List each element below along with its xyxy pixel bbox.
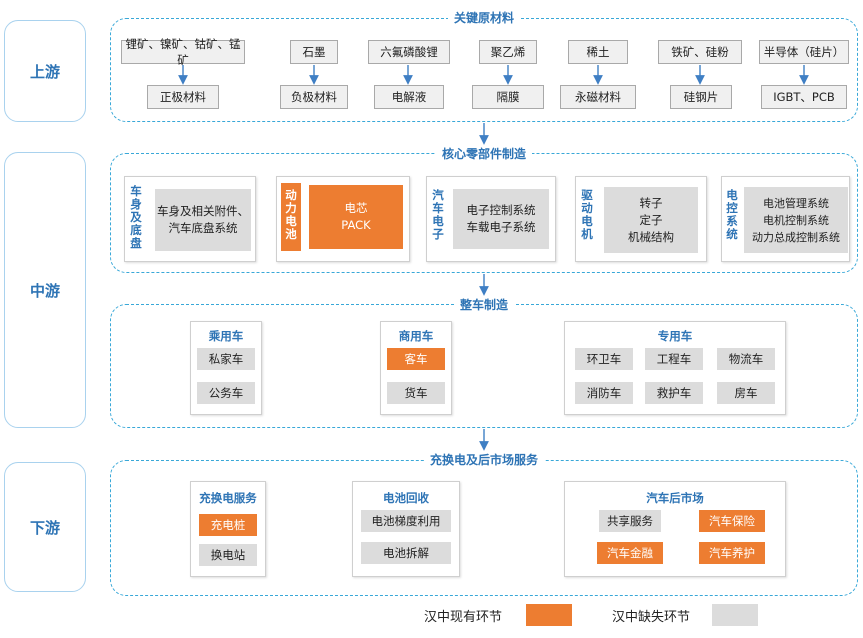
charging-item: 换电站	[199, 544, 257, 566]
special-item: 房车	[717, 382, 775, 404]
recycling-item: 电池拆解	[361, 542, 451, 564]
vehicle-electronic-system: 车载电子系统	[466, 220, 536, 234]
battery-management-system: 电池管理系统	[763, 196, 829, 210]
vehicle-passenger: 乘用车 私家车 公务车	[190, 321, 262, 415]
component-auto-electronics: 汽车电子 电子控制系统 车载电子系统	[426, 176, 556, 262]
special-item: 救护车	[645, 382, 703, 404]
raw-material-box: 锂矿、镍矿、钴矿、锰矿	[121, 37, 245, 67]
component-drive-motor: 驱动电机 转子 定子 机械结构	[575, 176, 707, 262]
drive-motor-title: 驱动电机	[581, 188, 593, 241]
charging-title: 充换电服务	[199, 491, 257, 505]
special-item: 消防车	[575, 382, 633, 404]
motor-stator: 定子	[639, 212, 663, 227]
vehicle-special: 专用车 环卫车 工程车 物流车 消防车 救护车 房车	[564, 321, 786, 415]
legend-missing-swatch	[712, 604, 758, 626]
passenger-item: 私家车	[197, 348, 255, 370]
service-charging: 充换电服务 充电桩 换电站	[190, 481, 266, 577]
battery-pack-label: PACK	[341, 218, 371, 232]
legend-present-swatch	[526, 604, 572, 626]
body-chassis-title: 车身及底盘	[130, 184, 142, 250]
special-title: 专用车	[657, 329, 693, 343]
electric-control-title: 电控系统	[726, 188, 738, 241]
powertrain-control-system: 动力总成控制系统	[752, 230, 840, 244]
body-chassis-item: 车身及相关附件、汽车底盘系统	[155, 189, 251, 251]
aftermarket-item: 汽车保险	[699, 510, 765, 532]
special-item: 物流车	[717, 348, 775, 370]
component-power-battery: 动力电池 电芯 PACK	[276, 176, 410, 262]
commercial-item: 货车	[387, 382, 445, 404]
service-recycling: 电池回收 电池梯度利用 电池拆解	[352, 481, 460, 577]
stage-downstream-label: 下游	[29, 518, 60, 537]
material-product-box: IGBT、PCB	[761, 85, 847, 109]
materials-title: 关键原材料	[447, 9, 521, 26]
material-product-box: 电解液	[374, 85, 444, 109]
material-product-box: 正极材料	[147, 85, 219, 109]
raw-material-box: 半导体（硅片）	[759, 40, 849, 64]
raw-material-box: 六氟磷酸锂	[368, 40, 450, 64]
recycling-title: 电池回收	[383, 491, 429, 505]
stage-downstream: 下游	[4, 462, 86, 592]
stage-upstream: 上游	[4, 20, 86, 122]
component-body-chassis: 车身及底盘 车身及相关附件、汽车底盘系统	[124, 176, 256, 262]
aftermarket-title: 汽车后市场	[646, 491, 704, 505]
charging-item: 充电桩	[199, 514, 257, 536]
passenger-item: 公务车	[197, 382, 255, 404]
material-product-box: 负极材料	[280, 85, 348, 109]
raw-material-box: 稀土	[568, 40, 628, 64]
recycling-item: 电池梯度利用	[361, 510, 451, 532]
drive-motor-items: 转子 定子 机械结构	[604, 187, 698, 253]
material-product-box: 硅钢片	[670, 85, 732, 109]
passenger-title: 乘用车	[208, 329, 244, 343]
component-electric-control: 电控系统 电池管理系统 电机控制系统 动力总成控制系统	[721, 176, 850, 262]
power-battery-cell-pack: 电芯 PACK	[309, 185, 403, 249]
electric-control-items: 电池管理系统 电机控制系统 动力总成控制系统	[744, 187, 848, 253]
commercial-title: 商用车	[398, 329, 434, 343]
stage-midstream: 中游	[4, 152, 86, 428]
raw-material-box: 铁矿、硅粉	[658, 40, 742, 64]
services-title: 充换电及后市场服务	[423, 451, 545, 468]
service-aftermarket: 汽车后市场 共享服务 汽车保险 汽车金融 汽车养护	[564, 481, 786, 577]
material-product-box: 永磁材料	[560, 85, 636, 109]
auto-electronics-title: 汽车电子	[432, 188, 444, 241]
power-battery-title: 动力电池	[285, 188, 297, 241]
motor-control-system: 电机控制系统	[763, 213, 829, 227]
power-battery-title-bg	[281, 183, 301, 251]
motor-mechanical-structure: 机械结构	[628, 229, 674, 244]
raw-material-box: 石墨	[290, 40, 338, 64]
aftermarket-item: 汽车养护	[699, 542, 765, 564]
aftermarket-item: 共享服务	[599, 510, 661, 532]
aftermarket-item: 汽车金融	[597, 542, 663, 564]
vehicle-commercial: 商用车 客车 货车	[380, 321, 452, 415]
battery-cell-label: 电芯	[344, 201, 368, 215]
stage-upstream-label: 上游	[29, 62, 60, 81]
special-item: 环卫车	[575, 348, 633, 370]
motor-rotor: 转子	[639, 195, 663, 210]
raw-material-box: 聚乙烯	[479, 40, 537, 64]
material-product-box: 隔膜	[472, 85, 544, 109]
commercial-item: 客车	[387, 348, 445, 370]
special-item: 工程车	[645, 348, 703, 370]
auto-electronics-items: 电子控制系统 车载电子系统	[453, 189, 549, 249]
electronic-control-system: 电子控制系统	[466, 203, 536, 217]
components-title: 核心零部件制造	[435, 145, 533, 162]
legend-missing-label: 汉中缺失环节	[612, 610, 691, 625]
stage-midstream-label: 中游	[29, 281, 60, 300]
vehicle-title: 整车制造	[453, 296, 515, 313]
legend-present-label: 汉中现有环节	[424, 610, 503, 625]
